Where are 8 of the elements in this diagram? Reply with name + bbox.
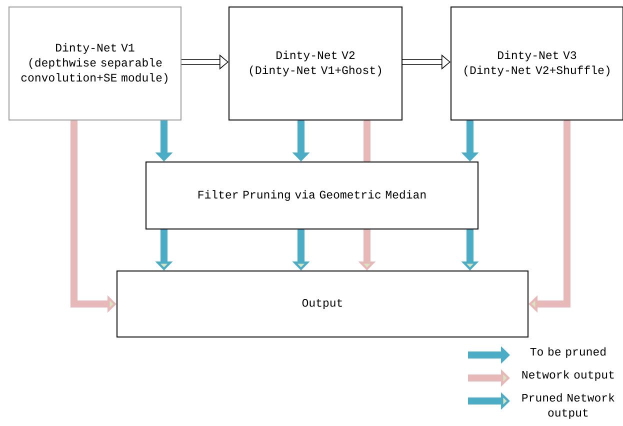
legend-label: Network output [522, 370, 614, 381]
process-box: Dinty-Net V2 (Dinty-Net V1+Ghost) [228, 6, 402, 120]
process-box: Filter Pruning via Geometric Median [146, 162, 478, 230]
legend-label: Pruned Network output [522, 393, 614, 419]
legend-label: To be pruned [530, 347, 606, 358]
process-box: Dinty-Net V3 (Dinty-Net V2+Shuffle) [450, 6, 623, 120]
process-box: Output [116, 270, 528, 338]
process-box: Dinty-Net V1 (depthwise separable convolution+SE module) [8, 6, 182, 120]
